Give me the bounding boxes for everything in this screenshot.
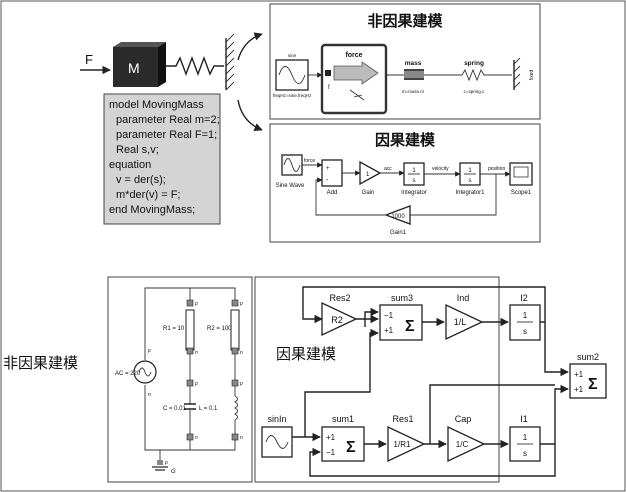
sum1-label: sum1 [332, 414, 354, 424]
fixed-label: fixed [529, 70, 535, 81]
sum1-top: +1 [326, 433, 336, 442]
integrator-den: s [413, 178, 416, 184]
i1-den: s [523, 449, 527, 458]
i2-label: I2 [520, 293, 528, 303]
c-p: p [194, 381, 198, 387]
mass-label-acausal: mass [405, 60, 422, 67]
i2-den: s [523, 327, 527, 336]
add-minus: - [326, 177, 329, 184]
mass-label: M [128, 60, 140, 76]
causal-top-title: 因果建模 [375, 131, 436, 149]
sum2-bot: +1 [574, 385, 584, 394]
sum3-sigma: Σ [405, 318, 415, 335]
l-p: p [239, 381, 243, 387]
i1-num: 1 [523, 433, 528, 442]
ground-p: p [164, 460, 168, 466]
gain-label: Gain [362, 190, 375, 196]
add-label: Add [327, 190, 338, 196]
sum2-sigma: Σ [588, 376, 598, 393]
l-n: n [240, 435, 243, 441]
integrator-label: Integrator [401, 190, 427, 196]
cap-label: Cap [455, 414, 472, 424]
sine-sub: freqHz=sine.freqHz [273, 93, 312, 98]
res1-label: Res1 [392, 414, 413, 424]
acausal-side-title: 非因果建模 [3, 354, 78, 372]
r2-label: R2 = 100 [207, 326, 232, 332]
integrator1-den: s [469, 178, 472, 184]
ac-label: AC = 220 [115, 371, 141, 377]
sum3-bot: +1 [384, 326, 394, 335]
mass-spring-illustration: F M [80, 32, 263, 132]
integrator-num: 1 [412, 168, 416, 174]
force-label: F [85, 52, 93, 67]
acc-label: acc [384, 166, 392, 172]
add-plus: + [326, 166, 330, 172]
circuit-causal-panel: 因果建模 Res2 R2 sum3 −1 +1 Σ Ind 1/L I2 1 s… [254, 276, 607, 483]
res2-label: Res2 [329, 293, 350, 303]
code-line-5: equation [109, 159, 151, 171]
curved-arrow-down [237, 99, 263, 132]
code-line-6: v = der(s); [116, 174, 166, 186]
force-signal-label: force [304, 158, 315, 164]
integrator1-label: Integrator1 [455, 190, 485, 196]
causal-bottom-title: 因果建模 [276, 345, 336, 363]
r1-p: p [194, 301, 198, 307]
code-line-7: m*der(v) = F; [116, 189, 180, 201]
c-label: C = 0.01 [163, 406, 187, 412]
position-label: position [488, 166, 505, 172]
acausal-top-panel: 非因果建模 sine freqHz=sine.freqHz force f ma… [269, 3, 541, 120]
sum3-top: −1 [384, 311, 394, 320]
velocity-label: velocity [432, 166, 449, 172]
causal-top-panel: 因果建模 Sine Wave force + - Add 1 Gain acc … [269, 123, 541, 243]
force-label: force [345, 52, 362, 59]
ac-n: n [148, 392, 151, 398]
code-line-1: model MovingMass [109, 99, 204, 111]
i2-num: 1 [523, 311, 528, 320]
code-line-3: parameter Real F=1; [116, 129, 217, 141]
code-line-2: parameter Real m=2; [116, 114, 220, 126]
ind-block: 1/L [454, 317, 467, 327]
circuit-acausal-panel: AC = 220 p n R1 = 10 p n R2 = 100 p n C … [107, 276, 253, 483]
sum1-bot: −1 [326, 448, 336, 457]
sinin-label: sinIn [267, 414, 286, 424]
gain1-label: Gain1 [390, 230, 407, 236]
force-port: f [328, 85, 330, 91]
l-label: L = 0.1 [199, 406, 218, 412]
mass-sub: m=mass.m [402, 89, 424, 94]
sum3-label: sum3 [391, 293, 413, 303]
r2-n: n [240, 350, 243, 356]
r1-label: R1 = 10 [163, 326, 185, 332]
ac-p: p [147, 348, 151, 354]
scope-label: Scope1 [511, 190, 532, 196]
sum1-sigma: Σ [346, 439, 356, 456]
res2-block: R2 [331, 315, 343, 325]
cap-block: 1/C [456, 440, 469, 449]
res1-block: 1/R1 [394, 440, 411, 449]
acausal-top-title: 非因果建模 [367, 12, 443, 30]
ground-label: G [171, 469, 176, 475]
sum2-label: sum2 [577, 352, 599, 362]
sine-label: sine [288, 53, 297, 58]
curved-arrow-up [237, 32, 263, 61]
r2-p: p [239, 301, 243, 307]
r1-n: n [195, 350, 198, 356]
sine-wave-label: Sine Wave [276, 183, 305, 189]
spring-label-acausal: spring [464, 60, 484, 67]
gain1-value: 1000 [391, 214, 405, 220]
spring-sub: c=spring.c [464, 89, 485, 94]
code-line-4: Real s,v; [116, 144, 159, 156]
spring-zigzag [166, 56, 224, 76]
c-n: n [195, 435, 198, 441]
ind-label: Ind [457, 293, 470, 303]
sum2-top: +1 [574, 370, 584, 379]
i1-label: I1 [520, 414, 528, 424]
integrator1-num: 1 [468, 168, 472, 174]
gain-value: 1 [366, 172, 370, 178]
mass-block [113, 47, 158, 87]
wall-hatch [225, 33, 235, 91]
modelica-code-box: model MovingMass parameter Real m=2; par… [103, 93, 221, 225]
code-line-8: end MovingMass; [109, 204, 195, 216]
